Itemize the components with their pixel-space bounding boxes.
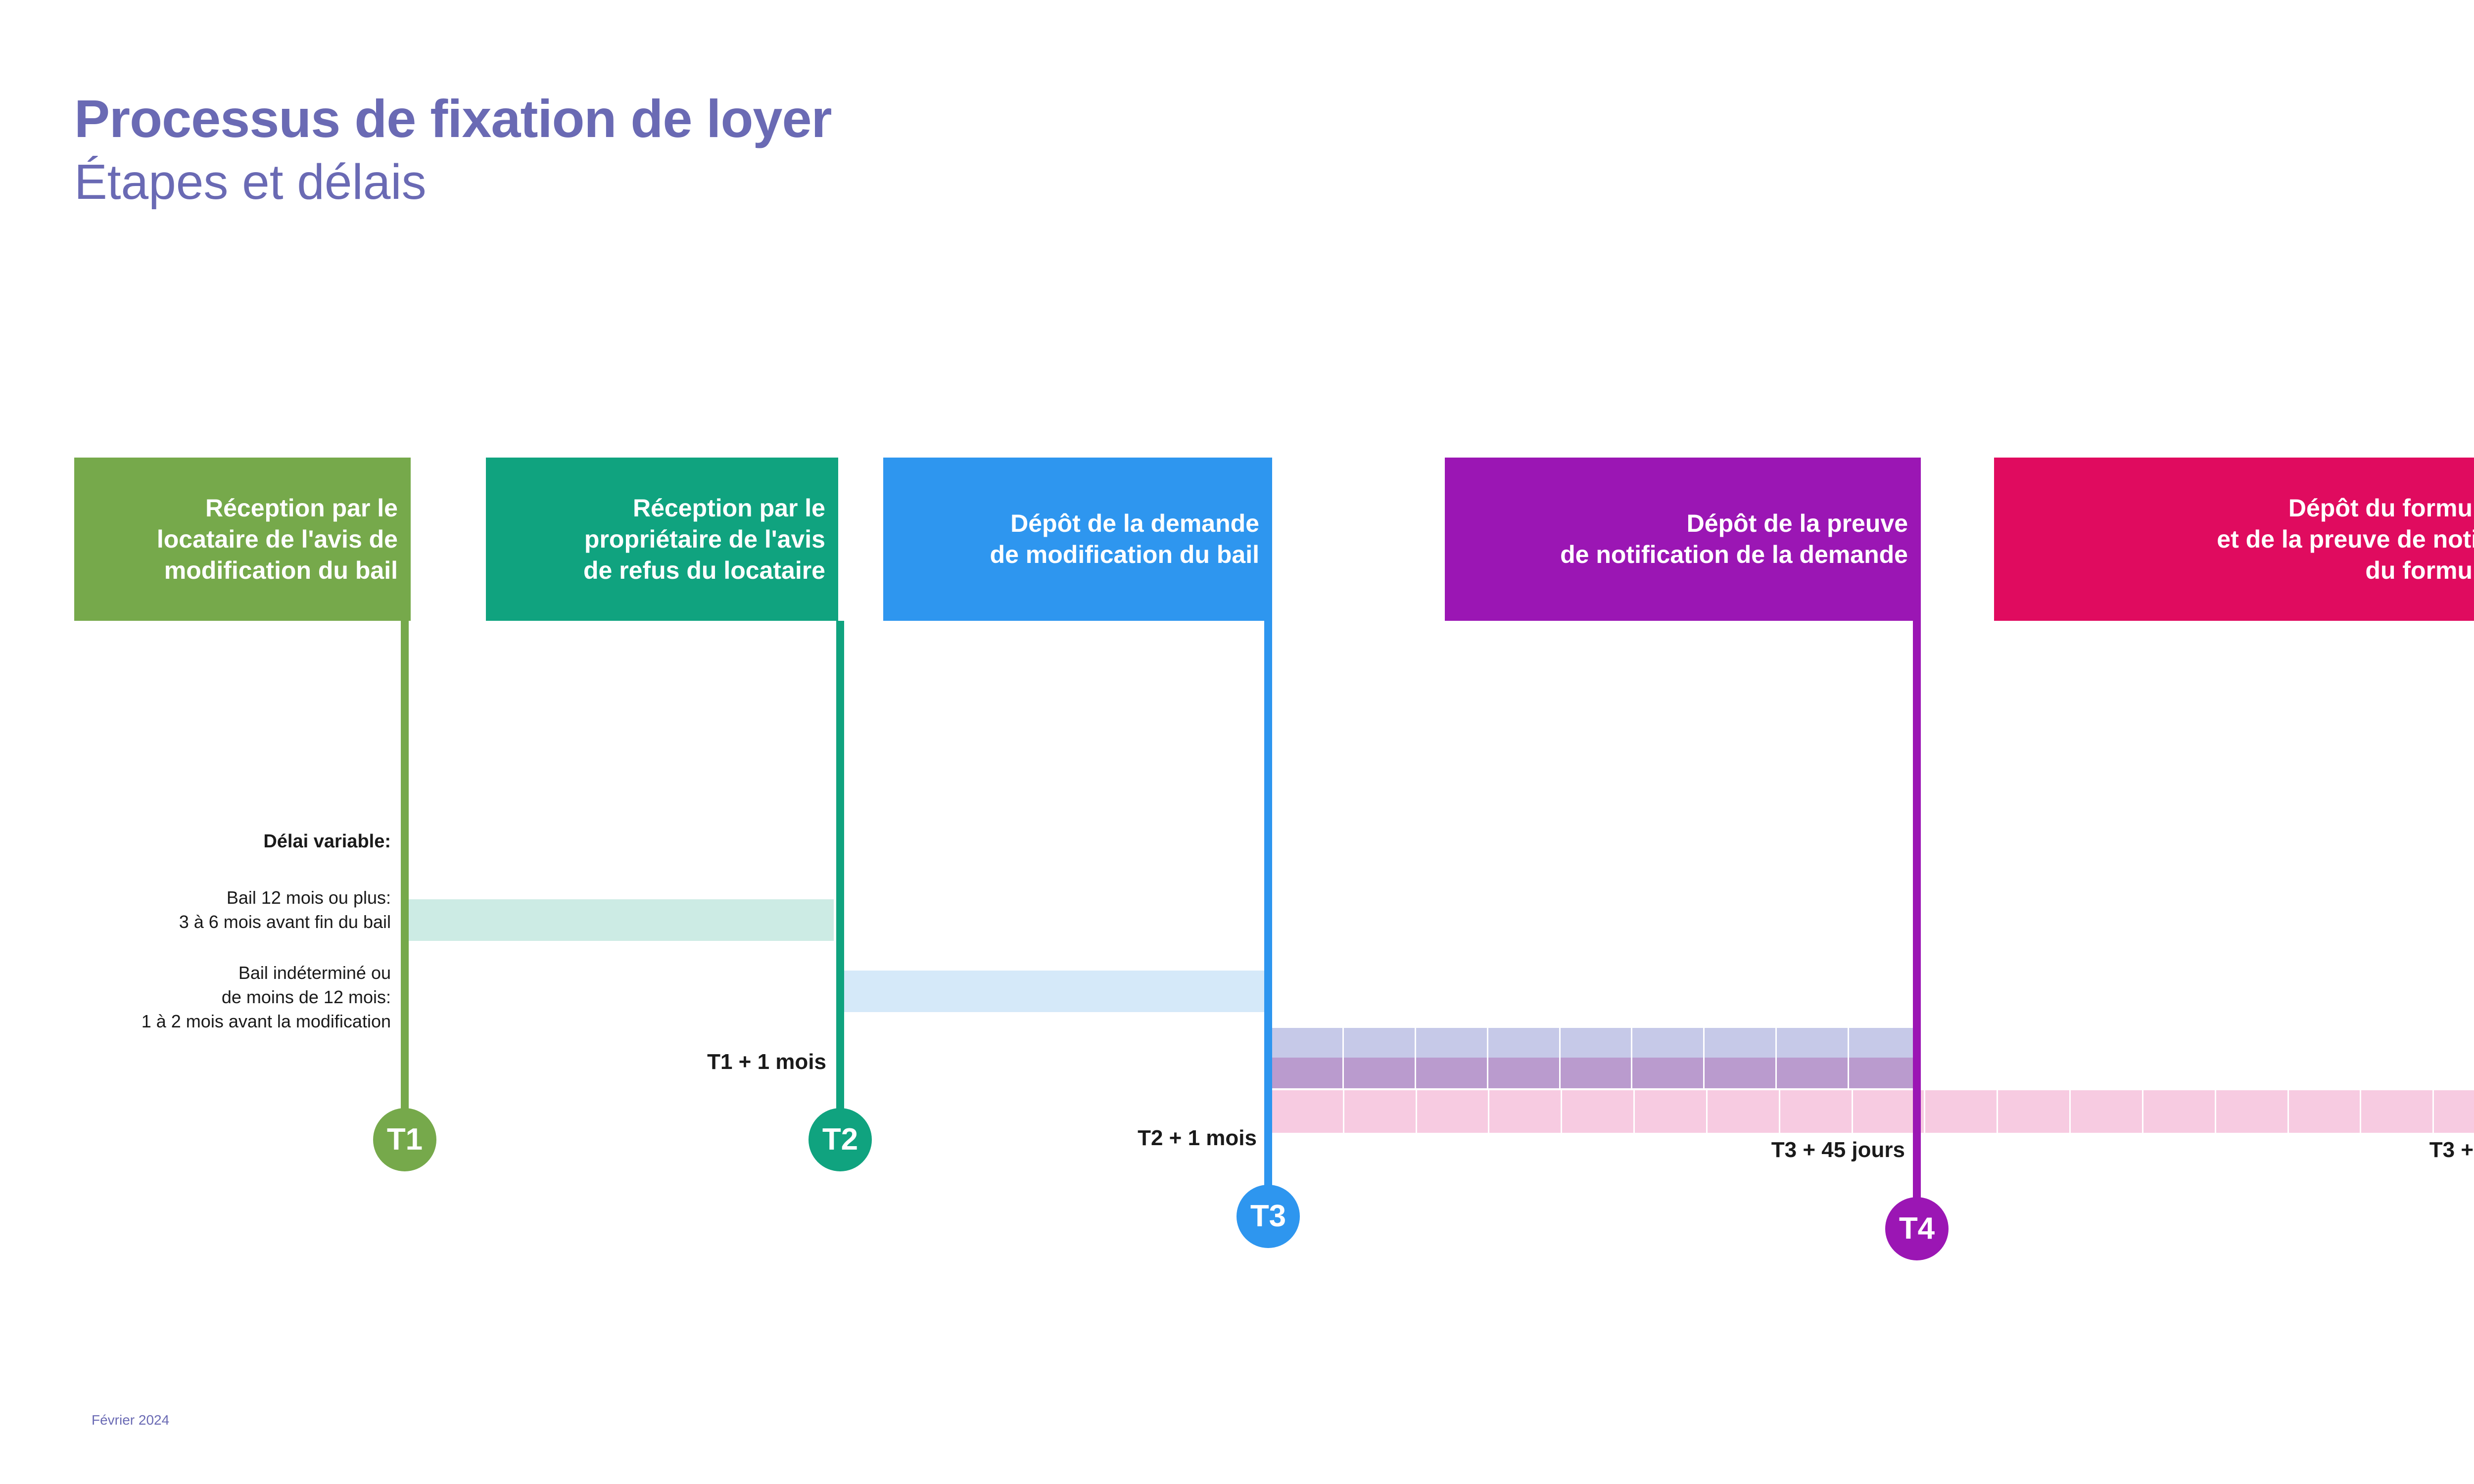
bar-segment (1416, 1028, 1488, 1058)
bar-segment (408, 899, 834, 941)
connector-line-t1 (401, 621, 409, 1135)
duration-bar-t3-t5 (1272, 1090, 2474, 1133)
step-box-line: Dépôt du formulaire RN (2288, 494, 2474, 522)
annotation-line: Bail indéterminé ou (238, 962, 391, 983)
bar-segment (1849, 1058, 1920, 1088)
bar-segment (1344, 1028, 1416, 1058)
milestone-label: T1 (386, 1122, 423, 1157)
connector-line-t3 (1264, 621, 1272, 1214)
annotation-line: de moins de 12 mois: (221, 986, 391, 1007)
bar-segment (1561, 1058, 1633, 1088)
bar-segment (1635, 1090, 1708, 1133)
step-box-line: Réception par le (205, 494, 398, 522)
step-box-line: et de la preuve de notification (2217, 525, 2474, 553)
bar-segment (1416, 1058, 1488, 1088)
bar-segment (1488, 1028, 1561, 1058)
connector-line-t4 (1913, 621, 1921, 1227)
step-box-line: de modification du bail (990, 541, 1259, 568)
duration-bar-t1-t2 (408, 899, 834, 941)
milestone-circle-t4[interactable]: T4 (1885, 1197, 1949, 1260)
annotation-line: 3 à 6 mois avant fin du bail (179, 911, 391, 932)
bar-segment (2143, 1090, 2216, 1133)
delay-label-t4: T3 + 45 jours (1771, 1138, 1905, 1162)
step-box-line: Réception par le (633, 494, 825, 522)
bar-segment (1998, 1090, 2071, 1133)
bar-segment (1272, 1090, 1344, 1133)
step-box-line: Dépôt de la demande (1010, 510, 1259, 537)
bar-segment (1853, 1090, 1926, 1133)
delay-label-t5: T3 + 90 jours (2429, 1138, 2474, 1162)
bar-segment (2361, 1090, 2434, 1133)
annotation-case-long: Bail 12 mois ou plus: 3 à 6 mois avant f… (49, 886, 391, 934)
bar-segment (1849, 1028, 1920, 1058)
delay-label-t2: T1 + 1 mois (707, 1050, 826, 1074)
footer-date: Février 2024 (92, 1412, 170, 1428)
annotation-line: Bail 12 mois ou plus: (226, 887, 391, 908)
bar-segment (2434, 1090, 2474, 1133)
page-header: Processus de fixation de loyer Étapes et… (74, 89, 1559, 211)
annotation-case-short: Bail indéterminé ou de moins de 12 mois:… (49, 961, 391, 1034)
variable-delay-annotation: Délai variable: Bail 12 mois ou plus: 3 … (49, 831, 391, 1061)
bar-segment (1632, 1058, 1705, 1088)
step-box-t2[interactable]: Réception par le propriétaire de l'avis … (486, 458, 838, 621)
bar-segment (1344, 1058, 1416, 1088)
bar-segment (1780, 1090, 1853, 1133)
duration-bar-t2-t3 (844, 971, 1269, 1012)
step-box-t3[interactable]: Dépôt de la demande de modification du b… (883, 458, 1272, 621)
bar-segment (1417, 1090, 1490, 1133)
bar-segment (2216, 1090, 2289, 1133)
duration-bar-t3-t4-lower (1272, 1058, 1920, 1088)
bar-segment (1561, 1028, 1633, 1058)
bar-segment (1489, 1090, 1563, 1133)
bar-segment (1632, 1028, 1705, 1058)
bar-segment (1705, 1028, 1777, 1058)
bar-segment (1925, 1090, 1998, 1133)
milestone-circle-t1[interactable]: T1 (373, 1108, 436, 1171)
step-box-line: de refus du locataire (583, 556, 825, 584)
step-box-t1[interactable]: Réception par le locataire de l'avis de … (74, 458, 411, 621)
bar-segment (2289, 1090, 2362, 1133)
step-box-t4[interactable]: Dépôt de la preuve de notification de la… (1445, 458, 1921, 621)
step-box-line: propriétaire de l'avis (584, 525, 825, 553)
milestone-circle-t2[interactable]: T2 (809, 1108, 872, 1171)
step-box-line: Dépôt de la preuve (1686, 510, 1908, 537)
delay-label-t3: T2 + 1 mois (1138, 1126, 1257, 1150)
bar-segment (2071, 1090, 2143, 1133)
bar-segment (1777, 1058, 1850, 1088)
bar-segment (1777, 1028, 1850, 1058)
milestone-circle-t3[interactable]: T3 (1237, 1185, 1300, 1248)
milestone-label: T3 (1250, 1199, 1286, 1233)
duration-bar-t3-t4-upper (1272, 1028, 1920, 1058)
page-title: Processus de fixation de loyer (74, 89, 832, 148)
bar-segment (1708, 1090, 1780, 1133)
bar-segment (1488, 1058, 1561, 1088)
annotation-title: Délai variable: (263, 831, 391, 852)
step-box-t5[interactable]: Dépôt du formulaire RN et de la preuve d… (1994, 458, 2474, 621)
bar-segment (1272, 1028, 1344, 1058)
bar-segment (1272, 1058, 1344, 1088)
bar-segment (844, 971, 1269, 1012)
connector-line-t2 (836, 621, 844, 1135)
step-box-line: du formulaire RN (2365, 556, 2474, 584)
milestone-label: T4 (1899, 1211, 1935, 1246)
step-box-line: locataire de l'avis de (156, 525, 398, 553)
milestone-label: T2 (822, 1122, 858, 1157)
bar-segment (1562, 1090, 1635, 1133)
step-box-line: de notification de la demande (1560, 541, 1908, 568)
step-box-line: modification du bail (164, 556, 398, 584)
page-subtitle: Étapes et délais (74, 154, 427, 210)
bar-segment (1344, 1090, 1417, 1133)
annotation-line: 1 à 2 mois avant la modification (141, 1011, 391, 1031)
bar-segment (1705, 1058, 1777, 1088)
